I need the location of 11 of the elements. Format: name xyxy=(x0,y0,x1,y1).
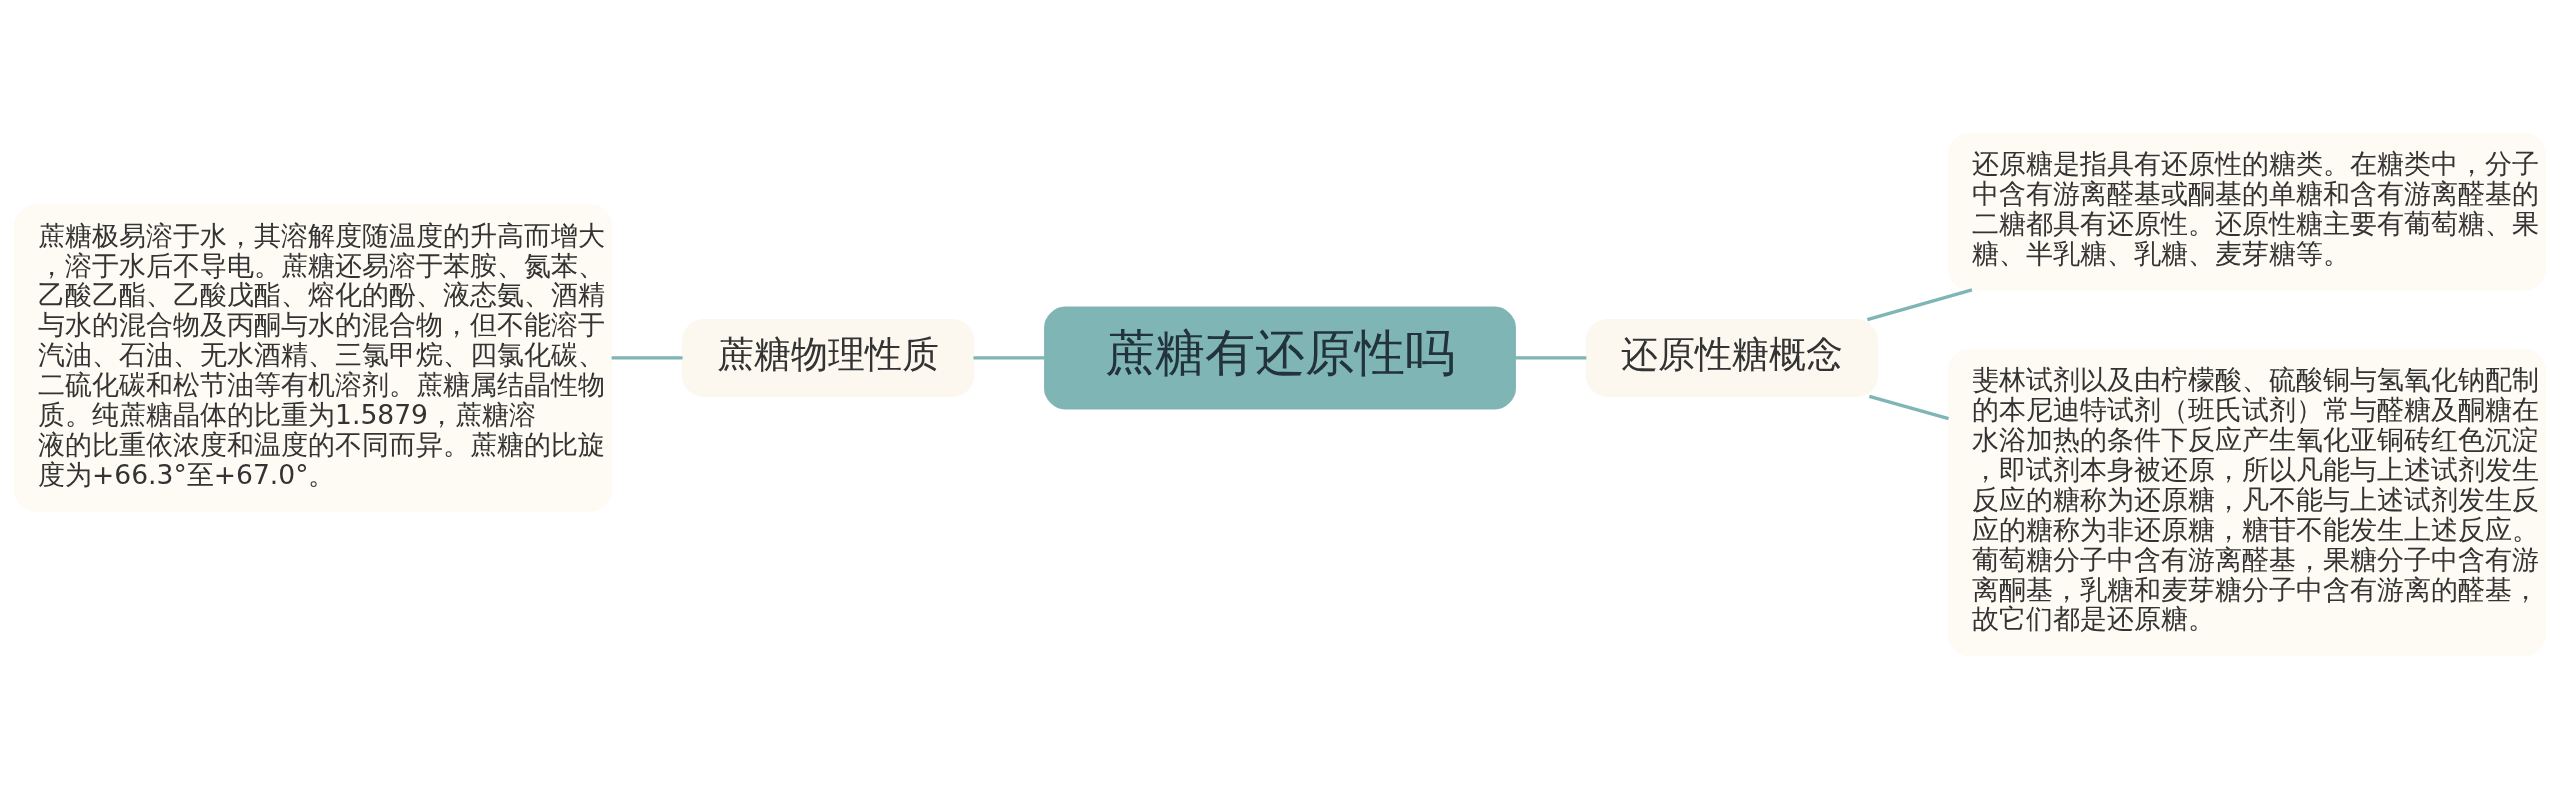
node-box: 斐林试剂以及由柠檬酸、硫酸铜与氢氧化钠配制的本尼迪特试剂（班氏试剂）常与醛糖及酮糖在水浴加热的条件下反应产生氧化亚铜砖红色沉淀，即试剂本身被还原，所以凡能与上述试剂发生反应的糖称为还原糖，凡不能与上述试剂发生反应的糖称为非还原糖，糖苷不能发生上述反应。葡萄糖分子中含有游离醛基，果糖分子中含有游离酮基，乳糖和麦芽糖分子中含有游离的醛基，故它们都是还原糖。 xyxy=(1947,348,2547,657)
connector xyxy=(611,356,683,360)
node-box: 蔗糖极易溶于水，其溶解度随温度的升高而增大，溶于水后不导电。蔗糖还易溶于苯胺、氮苯、乙酸乙酯、乙酸戊酯、熔化的酚、液态氨、酒精与水的混合物及丙酮与水的混合物，但不能溶于汽油、石油、无水酒精、三氯甲烷、四氯化碳、二硫化碳和松节油等有机溶剂。蔗糖属结晶性物质。纯蔗糖晶体的比重为1.5879，蔗糖溶液的比重依浓度和温度的不同而异。蔗糖的比旋度为+66.3°至+67.0°。 xyxy=(13,204,613,512)
node-box: 蔗糖物理性质 xyxy=(681,318,975,397)
connector xyxy=(1868,394,1949,421)
node-box: 还原性糖概念 xyxy=(1585,318,1879,397)
node-box: 还原糖是指具有还原性的糖类。在糖类中，分子中含有游离醛基或酮基的单糖和含有游离醛基的二糖都具有还原性。还原性糖主要有葡萄糖、果糖、半乳糖、乳糖、麦芽糖等。 xyxy=(1947,132,2547,291)
connector xyxy=(973,356,1045,360)
connector xyxy=(1515,356,1587,360)
connector xyxy=(1866,288,1973,322)
node-box: 蔗糖有还原性吗 xyxy=(1044,306,1516,410)
